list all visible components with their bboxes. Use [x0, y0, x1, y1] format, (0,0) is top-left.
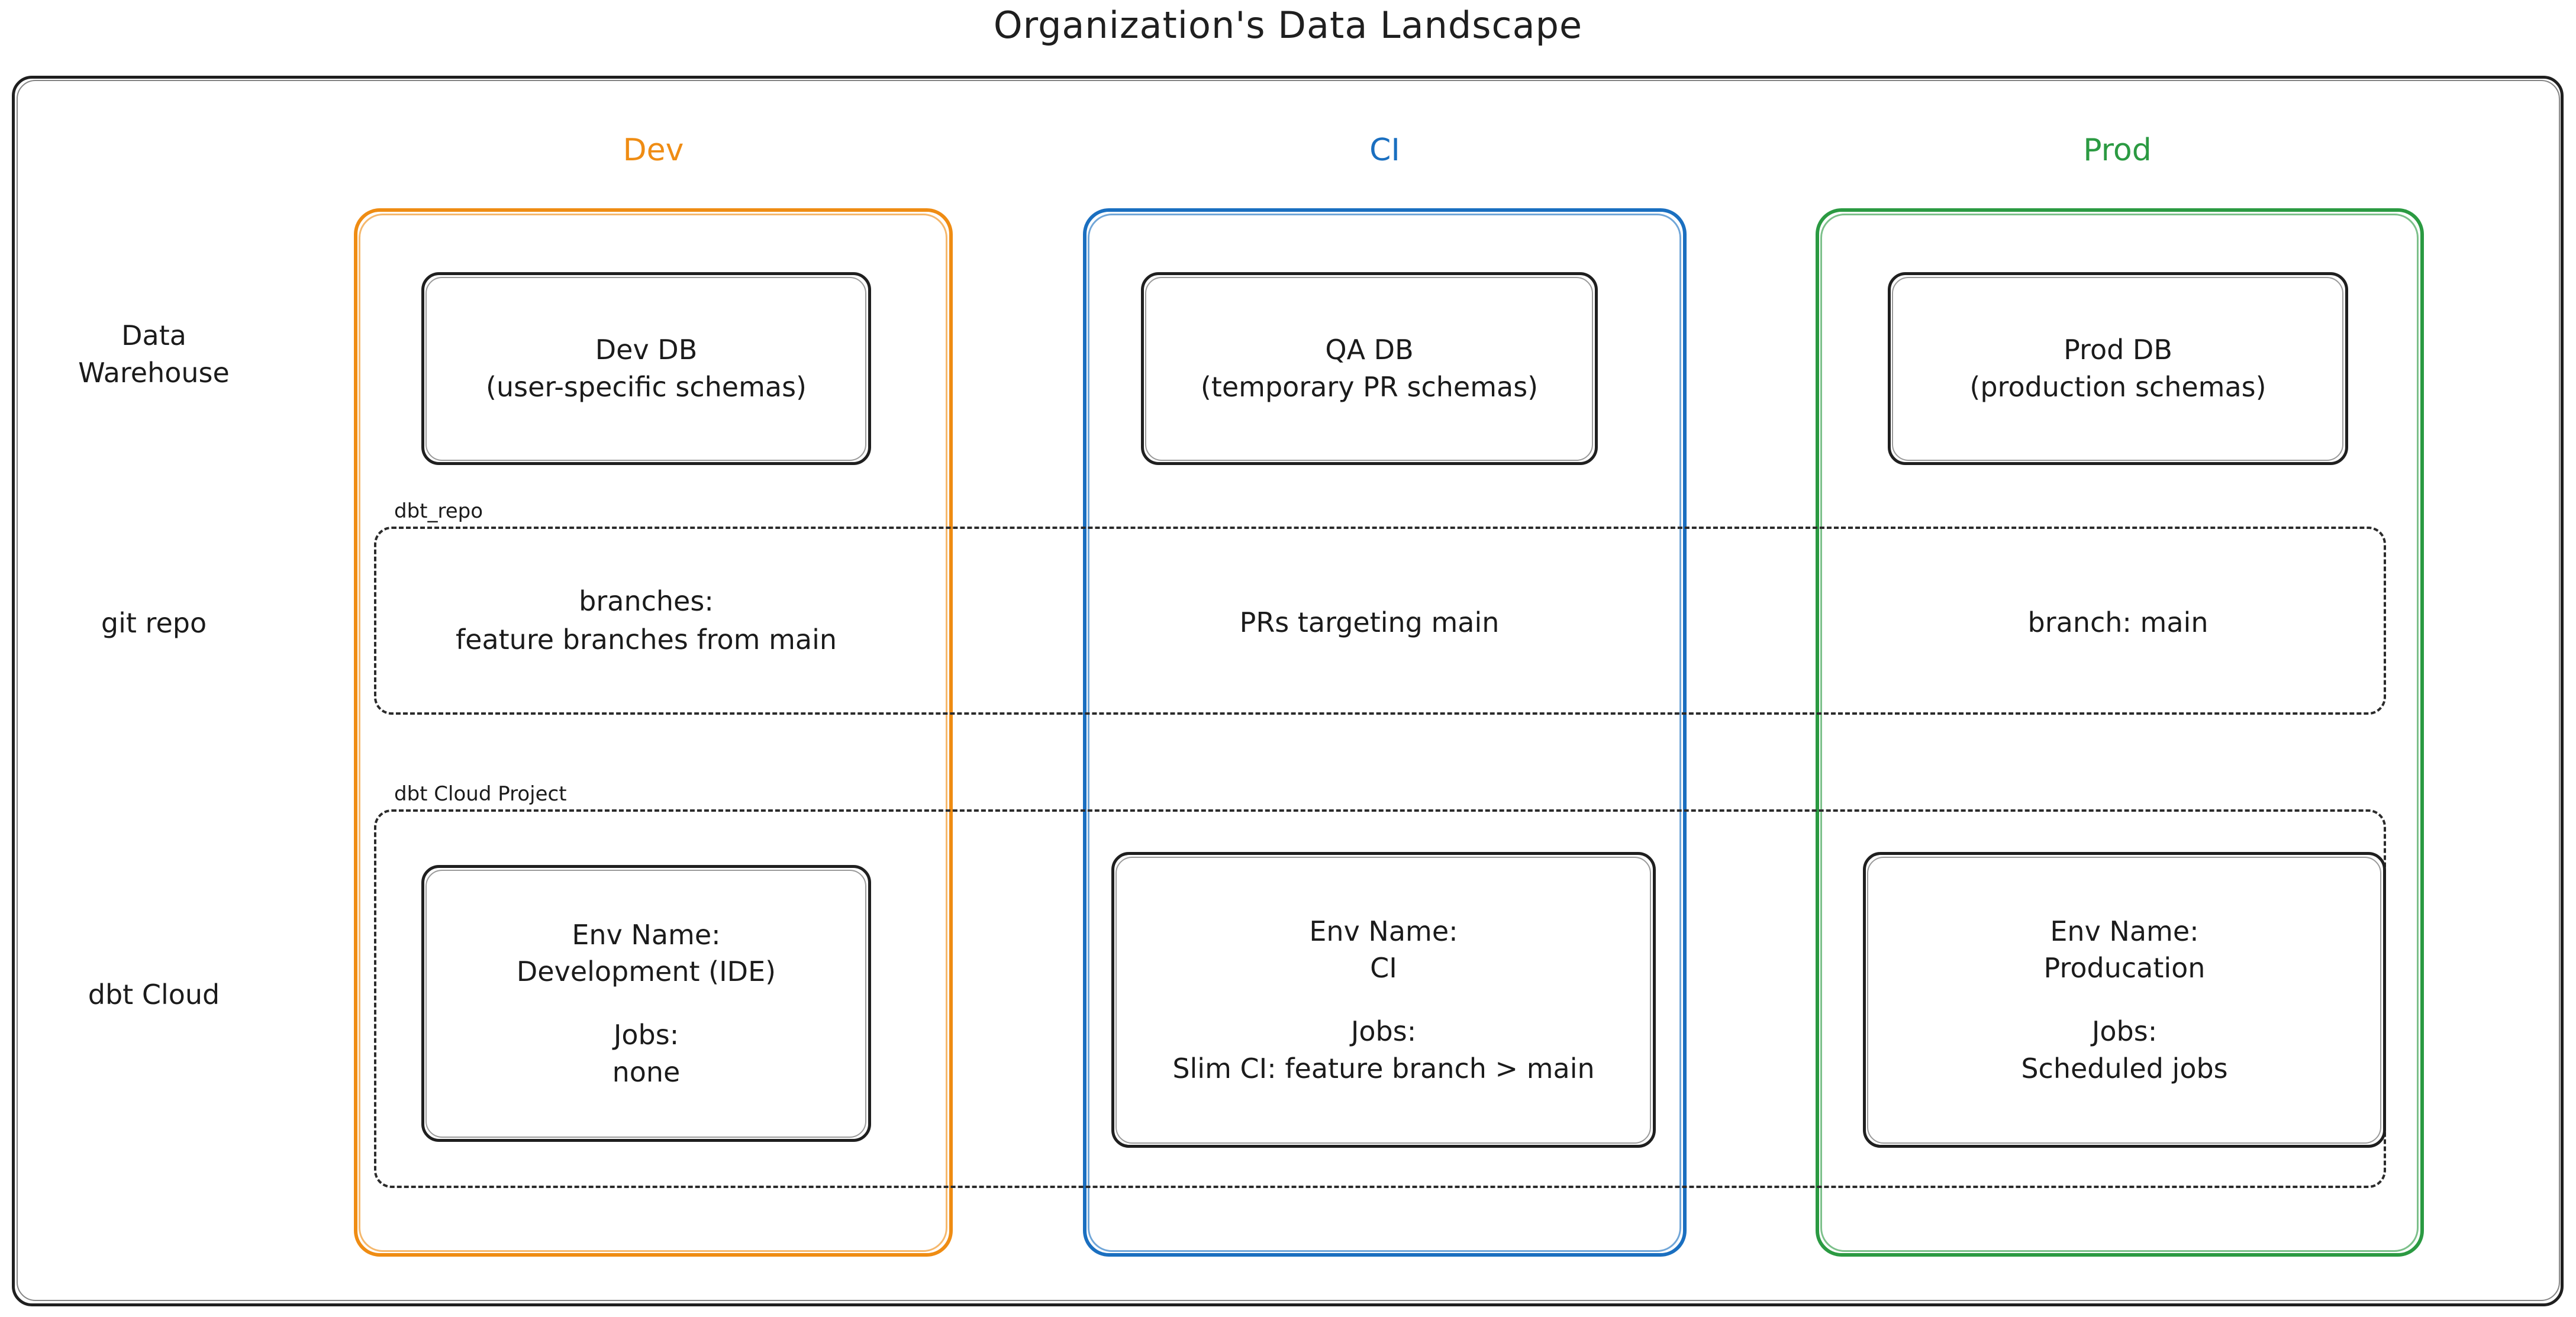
node-dbt-env-prod-env-value: Producation	[2043, 952, 2206, 984]
node-dbt-env-dev[interactable]: Env Name: Development (IDE) Jobs: none	[421, 865, 871, 1142]
node-dbt-env-ci[interactable]: Env Name: CI Jobs: Slim CI: feature bran…	[1111, 852, 1656, 1148]
node-dev-db-line2: (user-specific schemas)	[486, 371, 807, 403]
node-dbt-env-prod-env-label: Env Name:	[2050, 915, 2199, 947]
git-text-dev-line2: feature branches from main	[455, 624, 837, 656]
git-text-ci: PRs targeting main	[1239, 606, 1500, 638]
node-dbt-env-prod-jobs-value: Scheduled jobs	[2021, 1052, 2228, 1084]
node-dbt-env-ci-jobs-label: Jobs:	[1350, 1015, 1417, 1047]
git-text-dev-line1: branches:	[579, 585, 714, 617]
env-header-dev: Dev	[623, 133, 684, 168]
row-label-line1: Data	[121, 319, 186, 351]
node-dev-db[interactable]: Dev DB (user-specific schemas)	[421, 272, 871, 465]
page-title: Organization's Data Landscape	[993, 4, 1583, 47]
row-label-line2: Warehouse	[78, 357, 230, 389]
node-prod-db-line2: (production schemas)	[1969, 371, 2267, 403]
node-dev-db-line1: Dev DB	[595, 334, 698, 366]
env-header-ci: CI	[1369, 133, 1400, 168]
node-dbt-env-prod[interactable]: Env Name: Producation Jobs: Scheduled jo…	[1863, 852, 2386, 1148]
node-prod-db[interactable]: Prod DB (production schemas)	[1888, 272, 2348, 465]
node-qa-db[interactable]: QA DB (temporary PR schemas)	[1141, 272, 1598, 465]
row-label-git-repo: git repo	[101, 607, 207, 639]
row-label-data-warehouse: Data Warehouse	[27, 317, 281, 392]
node-dbt-env-dev-env-value: Development (IDE)	[516, 956, 776, 988]
group-dbt-cloud-project: dbt Cloud Project	[374, 782, 2386, 1188]
node-prod-db-line1: Prod DB	[2064, 334, 2172, 366]
node-dbt-env-dev-env-label: Env Name:	[572, 918, 721, 951]
git-text-dev: branches: feature branches from main	[421, 582, 871, 660]
node-dbt-env-dev-jobs-label: Jobs:	[613, 1019, 679, 1051]
node-dbt-env-prod-jobs-label: Jobs:	[2091, 1015, 2158, 1047]
env-header-prod: Prod	[2083, 133, 2152, 168]
env-column-ci	[1083, 208, 1687, 1257]
diagram-outer-frame	[12, 76, 2564, 1306]
group-dbt-repo-label: dbt_repo	[389, 499, 488, 523]
node-dbt-env-ci-env-label: Env Name:	[1309, 915, 1458, 947]
node-qa-db-line2: (temporary PR schemas)	[1200, 371, 1539, 403]
git-text-prod: branch: main	[2027, 606, 2209, 638]
row-label-dbt-cloud: dbt Cloud	[88, 979, 220, 1011]
group-dbt-repo: dbt_repo	[374, 499, 2386, 715]
node-dbt-env-ci-env-value: CI	[1370, 952, 1397, 984]
env-column-prod	[1816, 208, 2424, 1257]
group-dbt-cloud-project-label: dbt Cloud Project	[389, 782, 572, 806]
node-dbt-env-ci-jobs-value: Slim CI: feature branch > main	[1172, 1052, 1595, 1084]
env-column-dev	[354, 208, 953, 1257]
node-dbt-env-dev-jobs-value: none	[612, 1055, 681, 1088]
node-qa-db-line1: QA DB	[1325, 334, 1414, 366]
